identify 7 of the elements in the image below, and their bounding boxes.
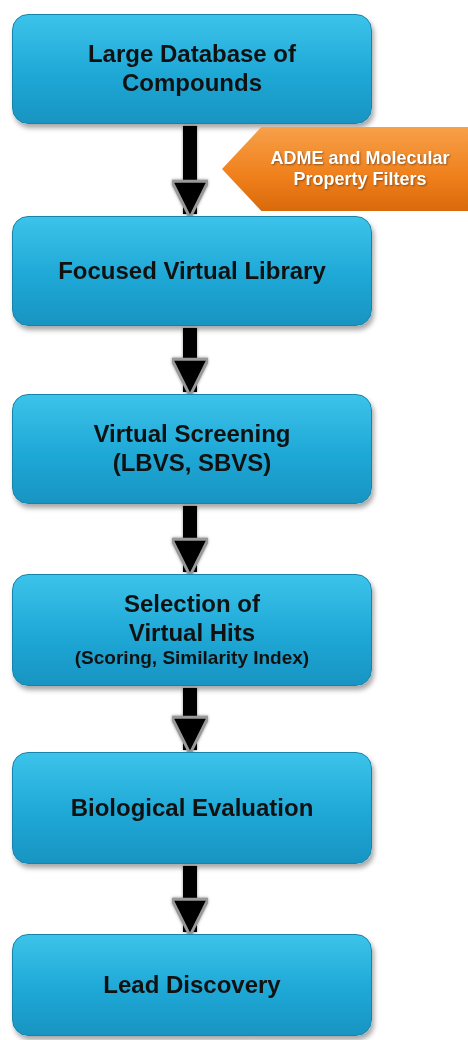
process-box: Virtual Screening (LBVS, SBVS) [12, 394, 372, 504]
process-box: Selection of Virtual Hits (Scoring, Similarity Index) [12, 574, 372, 686]
process-box: Large Database of Compounds [12, 14, 372, 124]
process-box: Biological Evaluation [12, 752, 372, 864]
process-box: Focused Virtual Library [12, 216, 372, 326]
filter-tag: ADME and Molecular Property Filters [222, 127, 468, 211]
process-box: Lead Discovery [12, 934, 372, 1036]
